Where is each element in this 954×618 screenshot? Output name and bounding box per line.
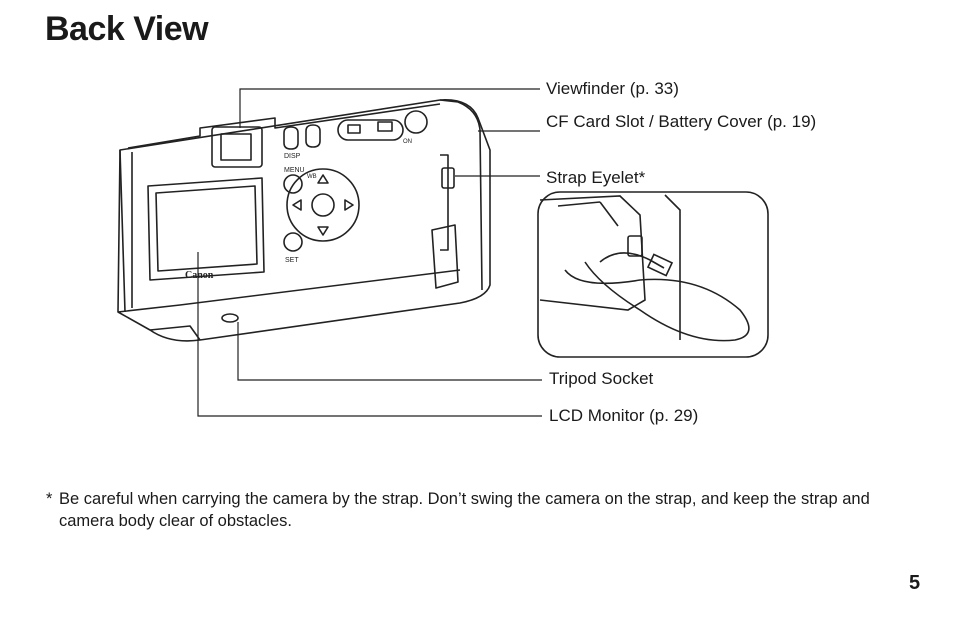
set-button	[283, 232, 303, 252]
menu-text: MENU	[284, 167, 305, 174]
leader-viewfinder	[239, 88, 540, 128]
label-cf-card-slot: CF Card Slot / Battery Cover (p. 19)	[546, 112, 817, 131]
brand-text: Canon	[185, 270, 214, 281]
set-text: SET	[285, 257, 299, 264]
power-button	[404, 110, 428, 134]
footnote: * Be careful when carrying the camera by…	[46, 488, 916, 532]
footnote-marker: *	[46, 490, 53, 508]
viewfinder-window	[220, 133, 252, 161]
inset-frame	[537, 191, 769, 358]
strap-inset	[537, 191, 769, 358]
disp-button	[283, 126, 299, 150]
disp-text: DISP	[284, 153, 301, 160]
lcd-screen	[155, 185, 258, 272]
label-strap-eyelet: Strap Eyelet*	[546, 168, 646, 187]
on-text: ON	[403, 139, 412, 145]
viewfinder-housing	[211, 126, 263, 168]
leader-tripod	[237, 322, 542, 381]
camera-body-outline	[117, 99, 491, 342]
page-title: Back View	[45, 10, 209, 48]
footnote-text: Be careful when carrying the camera by t…	[59, 490, 870, 530]
strap-eyelet	[441, 167, 455, 189]
erase-button	[305, 124, 321, 148]
label-tripod-socket: Tripod Socket	[549, 369, 654, 388]
leader-lcd	[197, 252, 542, 417]
label-viewfinder: Viewfinder (p. 33)	[546, 79, 679, 98]
tripod-socket-hole	[221, 313, 239, 323]
wb-text: WB	[307, 174, 317, 180]
menu-button	[283, 174, 303, 194]
label-lcd-monitor: LCD Monitor (p. 29)	[549, 406, 699, 425]
leader-lines	[197, 88, 542, 417]
page-number: 5	[909, 572, 921, 594]
mode-switch	[337, 119, 404, 141]
control-dial	[286, 168, 360, 242]
lcd-frame	[147, 177, 265, 281]
strap-loop	[564, 261, 750, 342]
